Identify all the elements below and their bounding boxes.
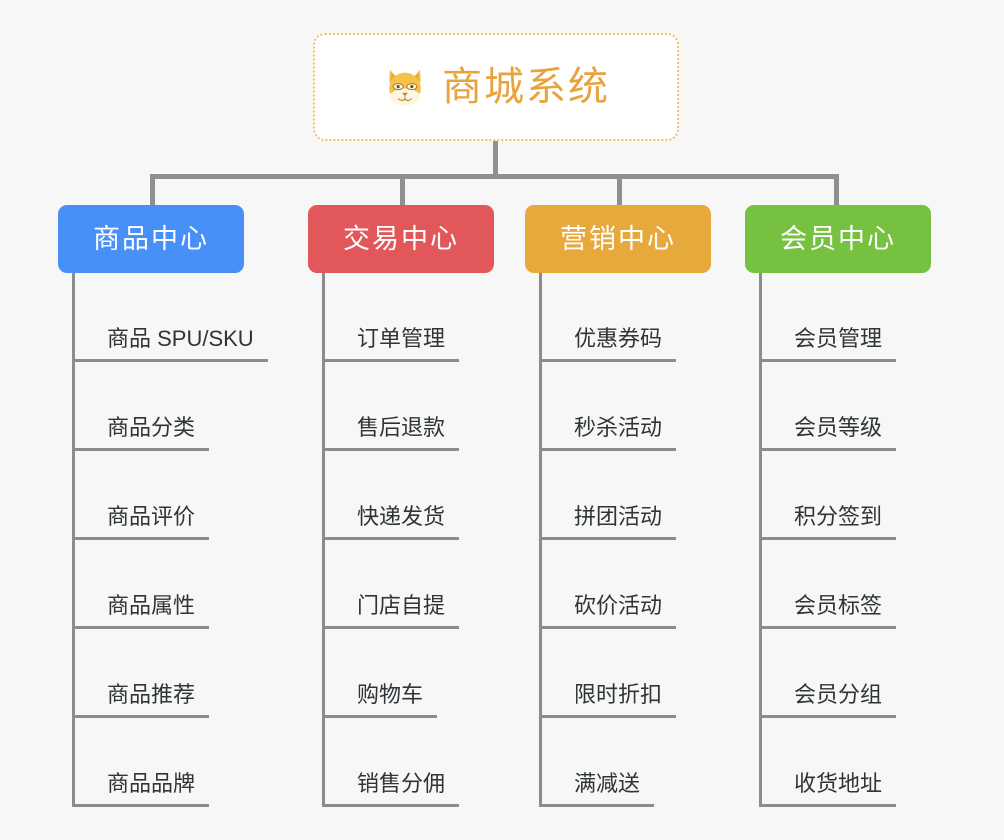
category-header-3[interactable]: 会员中心 — [745, 205, 931, 273]
category-item-list: 订单管理售后退款快递发货门店自提购物车销售分佣 — [322, 273, 528, 807]
leaf-item[interactable]: 会员管理 — [762, 273, 965, 362]
leaf-item[interactable]: 商品推荐 — [75, 629, 278, 718]
leaf-item[interactable]: 优惠券码 — [542, 273, 745, 362]
leaf-item-label: 优惠券码 — [542, 328, 677, 362]
leaf-item[interactable]: 积分签到 — [762, 451, 965, 540]
leaf-item-label: 会员标签 — [762, 595, 897, 629]
leaf-item-label: 商品属性 — [75, 595, 210, 629]
leaf-item[interactable]: 商品 SPU/SKU — [75, 273, 278, 362]
connector-stem — [493, 141, 498, 177]
leaf-item[interactable]: 商品属性 — [75, 540, 278, 629]
dog-face-icon — [382, 64, 428, 110]
leaf-item[interactable]: 售后退款 — [325, 362, 528, 451]
leaf-item-label: 快递发货 — [325, 506, 460, 540]
connector-drop-0 — [150, 174, 155, 205]
leaf-item[interactable]: 会员分组 — [762, 629, 965, 718]
category-header-2[interactable]: 营销中心 — [525, 205, 711, 273]
leaf-item[interactable]: 满减送 — [542, 718, 745, 807]
leaf-item[interactable]: 秒杀活动 — [542, 362, 745, 451]
category-header-label: 会员中心 — [780, 223, 896, 254]
leaf-item-label: 订单管理 — [325, 328, 460, 362]
leaf-item[interactable]: 销售分佣 — [325, 718, 528, 807]
leaf-item[interactable]: 拼团活动 — [542, 451, 745, 540]
leaf-item[interactable]: 商品品牌 — [75, 718, 278, 807]
leaf-item-label: 售后退款 — [325, 417, 460, 451]
leaf-item-label: 秒杀活动 — [542, 417, 677, 451]
leaf-item-label: 会员分组 — [762, 684, 897, 718]
leaf-item[interactable]: 购物车 — [325, 629, 528, 718]
leaf-item[interactable]: 商品分类 — [75, 362, 278, 451]
leaf-item-label: 会员管理 — [762, 328, 897, 362]
leaf-item-label: 收货地址 — [762, 773, 897, 807]
leaf-item-label: 门店自提 — [325, 595, 460, 629]
root-node[interactable]: 商城系统 — [313, 33, 679, 141]
leaf-item-label: 满减送 — [542, 773, 655, 807]
category-header-label: 商品中心 — [93, 223, 209, 254]
category-header-0[interactable]: 商品中心 — [58, 205, 244, 273]
leaf-item-label: 积分签到 — [762, 506, 897, 540]
connector-drop-2 — [617, 174, 622, 205]
category-item-list: 商品 SPU/SKU 商品分类商品评价商品属性商品推荐商品品牌 — [72, 273, 278, 807]
leaf-item-label: 限时折扣 — [542, 684, 677, 718]
leaf-item[interactable]: 会员标签 — [762, 540, 965, 629]
leaf-item-label: 商品分类 — [75, 417, 210, 451]
leaf-item-label: 商品推荐 — [75, 684, 210, 718]
branch-column-1: 交易中心订单管理售后退款快递发货门店自提购物车销售分佣 — [308, 205, 528, 807]
category-header-label: 营销中心 — [560, 223, 676, 254]
branch-column-0: 商品中心商品 SPU/SKU 商品分类商品评价商品属性商品推荐商品品牌 — [58, 205, 278, 807]
leaf-item-label: 商品评价 — [75, 506, 210, 540]
category-item-list: 优惠券码秒杀活动拼团活动砍价活动限时折扣满减送 — [539, 273, 745, 807]
category-header-1[interactable]: 交易中心 — [308, 205, 494, 273]
leaf-item-label: 购物车 — [325, 684, 438, 718]
category-item-list: 会员管理会员等级积分签到会员标签会员分组收货地址 — [759, 273, 965, 807]
leaf-item[interactable]: 会员等级 — [762, 362, 965, 451]
leaf-item-label: 商品品牌 — [75, 773, 210, 807]
branch-column-2: 营销中心优惠券码秒杀活动拼团活动砍价活动限时折扣满减送 — [525, 205, 745, 807]
leaf-item[interactable]: 门店自提 — [325, 540, 528, 629]
leaf-item[interactable]: 砍价活动 — [542, 540, 745, 629]
leaf-item[interactable]: 收货地址 — [762, 718, 965, 807]
category-header-label: 交易中心 — [343, 223, 459, 254]
leaf-item[interactable]: 限时折扣 — [542, 629, 745, 718]
connector-bus — [150, 174, 839, 179]
branch-column-3: 会员中心会员管理会员等级积分签到会员标签会员分组收货地址 — [745, 205, 965, 807]
leaf-item-label: 商品 SPU/SKU — [75, 328, 268, 362]
leaf-item-label: 销售分佣 — [325, 773, 460, 807]
leaf-item[interactable]: 快递发货 — [325, 451, 528, 540]
leaf-item[interactable]: 商品评价 — [75, 451, 278, 540]
connector-drop-3 — [834, 174, 839, 205]
leaf-item-label: 砍价活动 — [542, 595, 677, 629]
connector-drop-1 — [400, 174, 405, 205]
leaf-item-label: 会员等级 — [762, 417, 897, 451]
root-title: 商城系统 — [442, 65, 610, 109]
leaf-item-label: 拼团活动 — [542, 506, 677, 540]
leaf-item[interactable]: 订单管理 — [325, 273, 528, 362]
